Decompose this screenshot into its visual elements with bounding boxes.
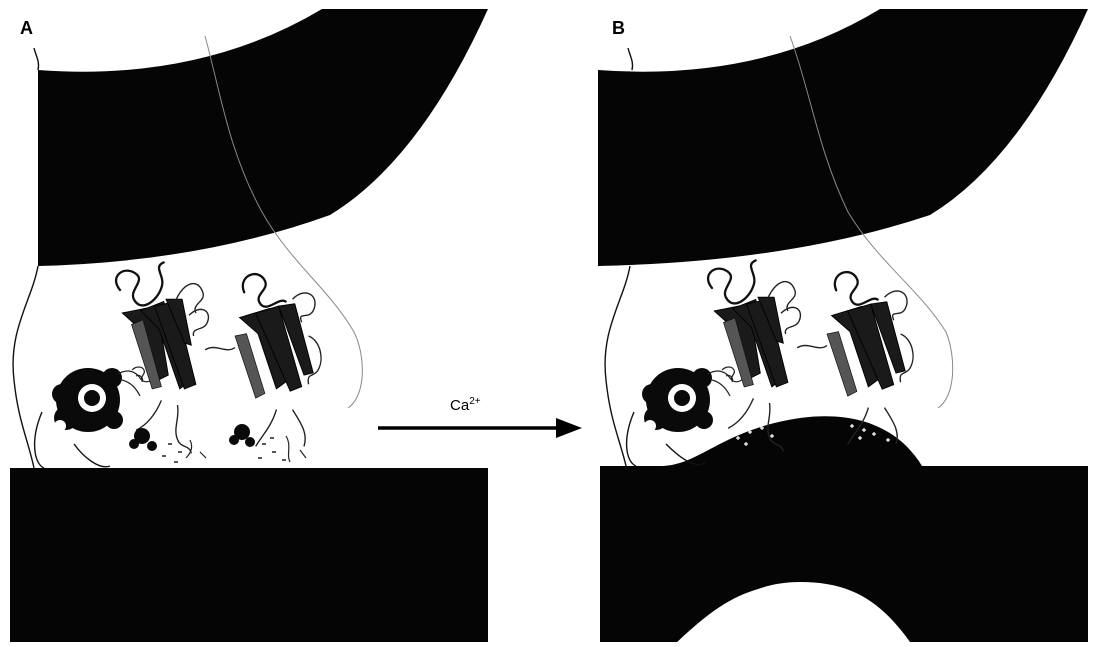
- panel-label-b: B: [612, 18, 625, 38]
- syntaxin-tether-b: [605, 266, 630, 466]
- ca-binding-loops-a: [129, 424, 306, 462]
- synaptotagmin-c2-domains-a: [116, 262, 321, 453]
- synaptobrevin-tether-b: [628, 48, 633, 70]
- vesicle-membrane-a: [38, 9, 488, 266]
- arrow-head: [556, 418, 582, 438]
- snare-complex-a: [52, 367, 154, 432]
- arrow-label: Ca2+: [450, 396, 481, 414]
- calcium-arrow: Ca2+: [378, 396, 582, 438]
- vesicle-membrane-b: [598, 9, 1088, 266]
- negative-charges-a: [162, 438, 286, 462]
- snare-complex-b: [642, 367, 744, 432]
- panel-label-a: A: [20, 18, 33, 38]
- panel-b: B: [598, 9, 1088, 647]
- synaptobrevin-tether-a: [34, 48, 39, 70]
- plasma-membrane-a: [10, 468, 488, 642]
- panel-a: A: [10, 9, 488, 642]
